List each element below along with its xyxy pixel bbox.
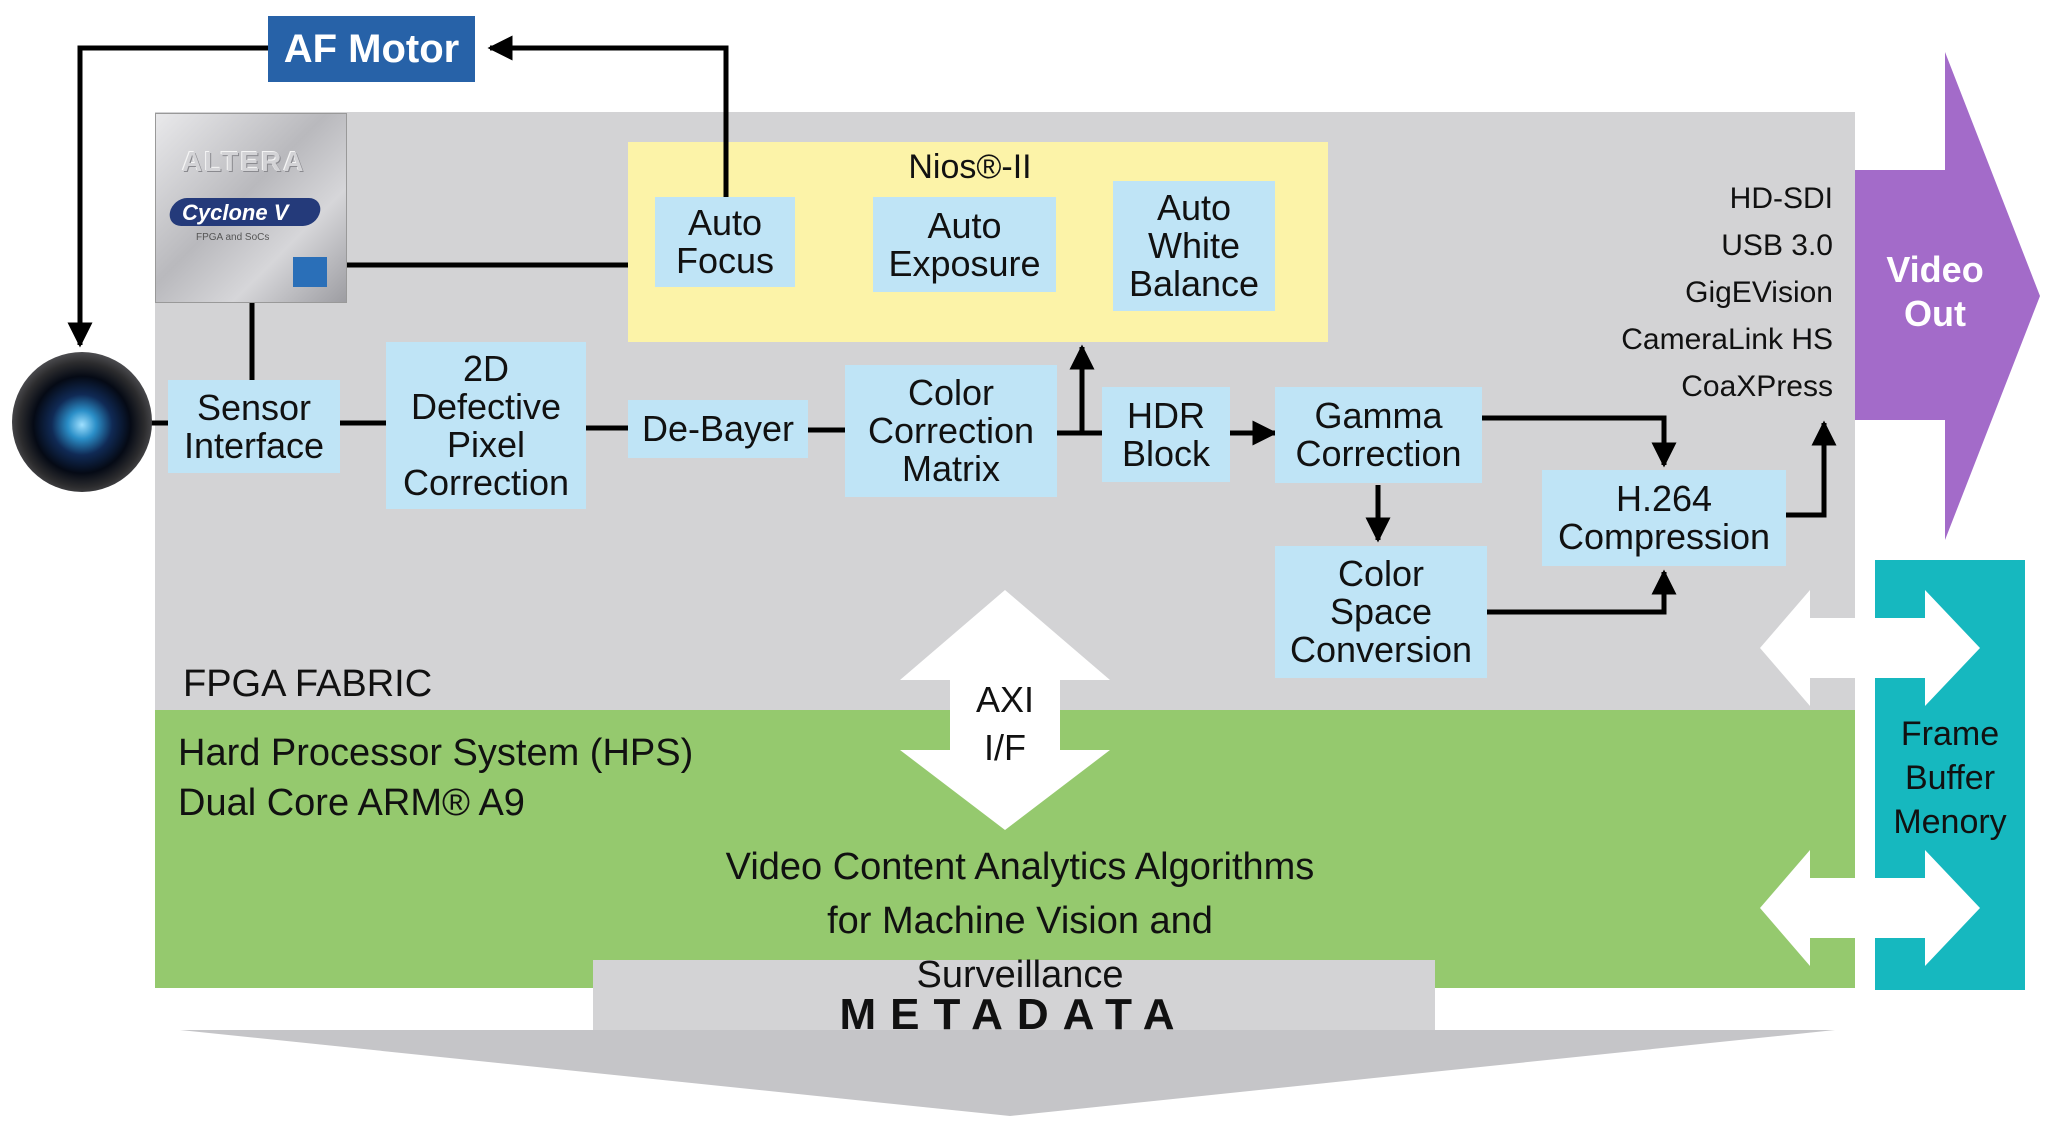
- cyclone-v-chip: ALTERA Cyclone V FPGA and SoCs: [155, 113, 347, 303]
- sensor-interface-block: Sensor Interface: [168, 380, 340, 473]
- arm-logo: [293, 257, 327, 287]
- debayer-block: De-Bayer: [628, 400, 808, 458]
- video-out-label: Video Out: [1886, 249, 1984, 334]
- axi-double-arrow: [900, 590, 1110, 830]
- nios-title: Nios®-II: [908, 148, 1032, 186]
- wire-gamma-to-h264: [1482, 415, 1677, 468]
- hdr-block: HDR Block: [1102, 387, 1230, 482]
- video-out-arrow: [1855, 52, 2040, 540]
- h264-compression-block: H.264 Compression: [1542, 470, 1786, 566]
- frame-buffer-label: Frame Buffer Menory: [1893, 715, 2007, 841]
- camera-lens-icon: [12, 352, 152, 492]
- auto-exposure-block: Auto Exposure: [873, 197, 1056, 292]
- auto-focus-block: Auto Focus: [655, 197, 795, 287]
- chip-subtitle: FPGA and SoCs: [196, 232, 270, 243]
- interface-coaxpress: CoaXPress: [1681, 370, 1833, 403]
- chip-family-text: Cyclone V: [182, 200, 289, 225]
- interface-cameralink-hs: CameraLink HS: [1621, 323, 1833, 356]
- metadata-label: METADATA: [839, 990, 1189, 1039]
- interface-hd-sdi: HD-SDI: [1729, 182, 1833, 215]
- wire-afmotor-to-camera: [67, 45, 268, 348]
- gamma-correction-block: Gamma Correction: [1275, 387, 1482, 483]
- frame-buffer-arrow-bottom: [1760, 850, 1980, 966]
- hps-label: Hard Processor System (HPS) Dual Core AR…: [178, 732, 694, 824]
- auto-white-balance-block: Auto White Balance: [1113, 181, 1275, 311]
- axi-if-label: AXI I/F: [975, 679, 1035, 768]
- wire-autofocus-to-afmotor: [487, 35, 729, 197]
- defective-pixel-correction-block: 2D Defective Pixel Correction: [386, 342, 586, 509]
- af-motor-block: AF Motor: [268, 16, 475, 82]
- interface-usb3: USB 3.0: [1721, 229, 1833, 262]
- wire-csc-to-h264: [1487, 569, 1677, 615]
- interface-gigevision: GigEVision: [1685, 276, 1833, 309]
- color-correction-matrix-block: Color Correction Matrix: [845, 365, 1057, 497]
- wire-h264-to-video-out: [1786, 420, 1837, 518]
- color-space-conversion-block: Color Space Conversion: [1275, 546, 1487, 678]
- chip-brand-text: ALTERA: [182, 146, 306, 177]
- metadata-arrow: [180, 1030, 1835, 1116]
- frame-buffer-arrow-top: [1760, 590, 1980, 706]
- fpga-fabric-label: FPGA FABRIC: [183, 663, 433, 705]
- video-analytics-label: Video Content Analytics Algorithms for M…: [725, 846, 1315, 996]
